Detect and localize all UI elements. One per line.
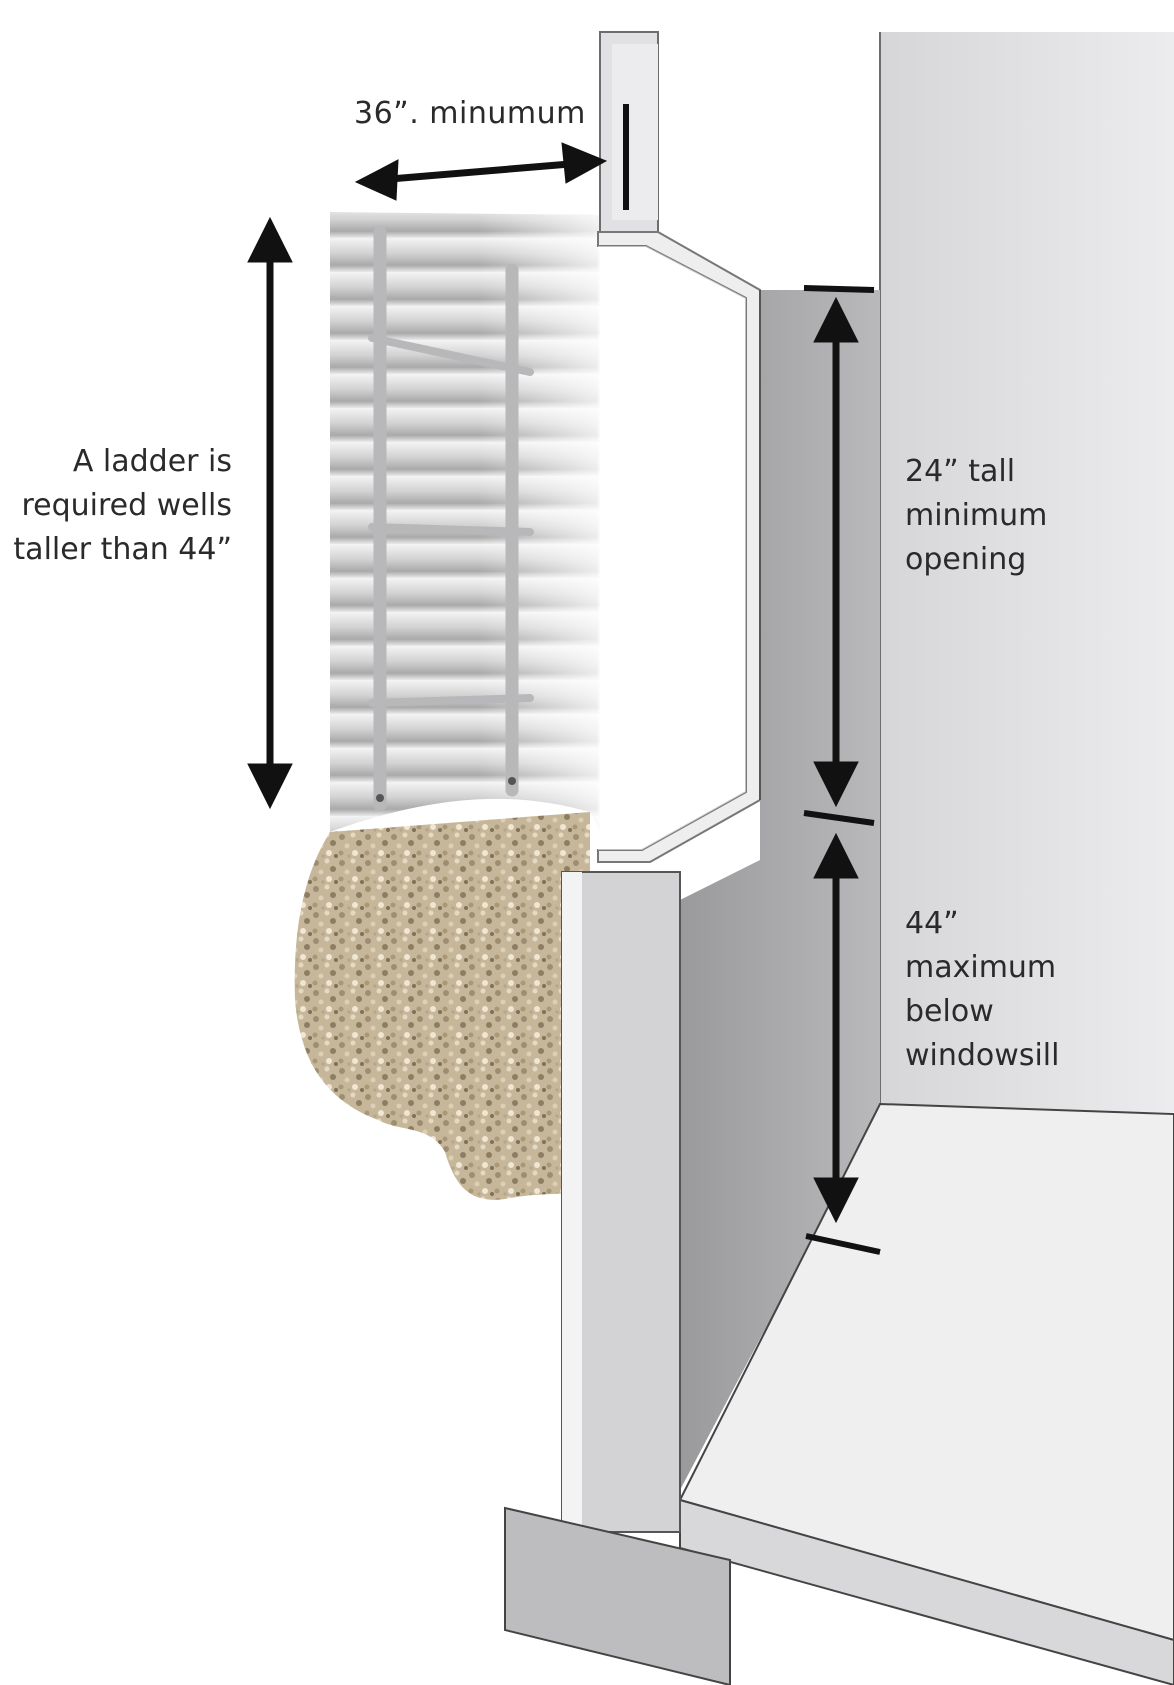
foundation-wall-face (880, 32, 1174, 1112)
sill-label-line: maximum (905, 950, 1057, 985)
sill-label-line: windowsill (905, 1038, 1060, 1073)
ladder (368, 225, 534, 812)
wall-top-stub-face (612, 44, 658, 220)
opening-height-label: 24” tall minimum opening (905, 450, 1047, 582)
opening-label-line: opening (905, 542, 1027, 577)
ladder-bolt (376, 794, 384, 802)
arrow-head (247, 216, 293, 263)
footing (504, 1506, 731, 1685)
ladder-label-line: A ladder is (72, 444, 232, 479)
ladder-label-line: taller than 44” (13, 532, 232, 567)
dimension-arrows (247, 104, 881, 1255)
arrow-head (561, 142, 608, 184)
arrow-head (354, 159, 399, 201)
opening-tick-bottom (803, 810, 875, 826)
window-well-liner-highlight (330, 212, 600, 832)
arrow-head (813, 296, 859, 343)
arrow-head (813, 832, 859, 879)
opening-tick-top (803, 285, 875, 293)
gravel-fill (294, 812, 590, 1200)
width-minimum-label: 36”. minumum (354, 96, 586, 131)
sill-label-line: 44” (905, 906, 959, 941)
opening-label-line: minimum (905, 498, 1048, 533)
window-glass (598, 246, 746, 850)
ladder-requirement-label: A ladder is required wells taller than 4… (13, 440, 232, 572)
width-arrow (377, 159, 583, 184)
arrow-head (247, 763, 293, 810)
ladder-label-line: required wells (21, 488, 232, 523)
sill-height-label: 44” maximum below windowsill (905, 902, 1059, 1078)
arrow-head (813, 761, 859, 808)
basement-floor (678, 1102, 1174, 1642)
arrow-head (813, 1177, 859, 1224)
sill-tick (805, 1233, 881, 1255)
ladder-bolt (508, 777, 516, 785)
sill-label-line: below (905, 994, 994, 1029)
opening-label-line: 24” tall (905, 454, 1016, 489)
